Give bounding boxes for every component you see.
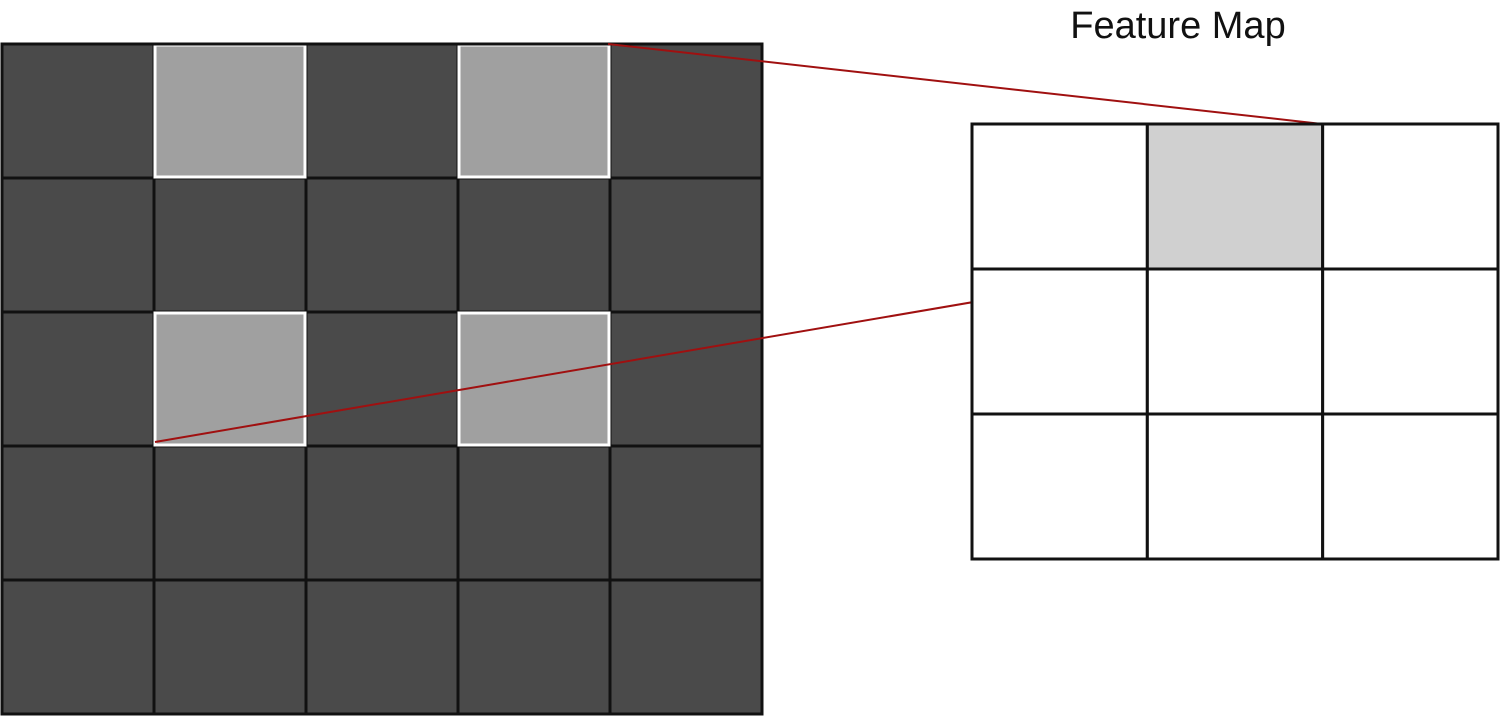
input-grid-border — [0, 42, 764, 716]
input-cell — [0, 310, 156, 448]
input-cell — [304, 578, 460, 716]
input-cell — [608, 578, 764, 716]
input-cell — [304, 444, 460, 582]
input-cell — [456, 578, 612, 716]
input-cell — [608, 176, 764, 314]
input-cell — [456, 176, 612, 314]
feature-map-cell — [1321, 122, 1500, 271]
input-cell — [304, 176, 460, 314]
input-grid — [0, 42, 764, 716]
connector-line-top — [607, 43, 1323, 125]
input-cell — [0, 578, 156, 716]
input-cell — [0, 444, 156, 582]
input-cell — [0, 176, 156, 314]
feature-map-cell — [1145, 412, 1325, 561]
input-cell — [608, 444, 764, 582]
feature-map-cell — [970, 412, 1149, 561]
input-cell-highlighted — [457, 311, 611, 447]
feature-map-cell — [970, 122, 1149, 271]
input-cell-highlighted — [153, 311, 307, 447]
feature-map-grid — [970, 122, 1500, 561]
input-cell — [152, 176, 308, 314]
input-cell — [152, 444, 308, 582]
feature-map-cell — [970, 267, 1149, 416]
input-cell — [456, 444, 612, 582]
feature-map-cell — [1321, 267, 1500, 416]
input-cell — [304, 310, 460, 448]
input-cell-highlighted — [457, 43, 611, 179]
feature-map-cell-highlighted — [1145, 122, 1325, 271]
input-cell — [304, 42, 460, 180]
input-cell — [608, 310, 764, 448]
feature-map-cell — [1145, 267, 1325, 416]
input-cell — [0, 42, 156, 180]
feature-map-cell — [1321, 412, 1500, 561]
input-cell — [608, 42, 764, 180]
feature-map-title: Feature Map — [1070, 5, 1285, 47]
input-cell — [152, 578, 308, 716]
input-cell-highlighted — [153, 43, 307, 179]
